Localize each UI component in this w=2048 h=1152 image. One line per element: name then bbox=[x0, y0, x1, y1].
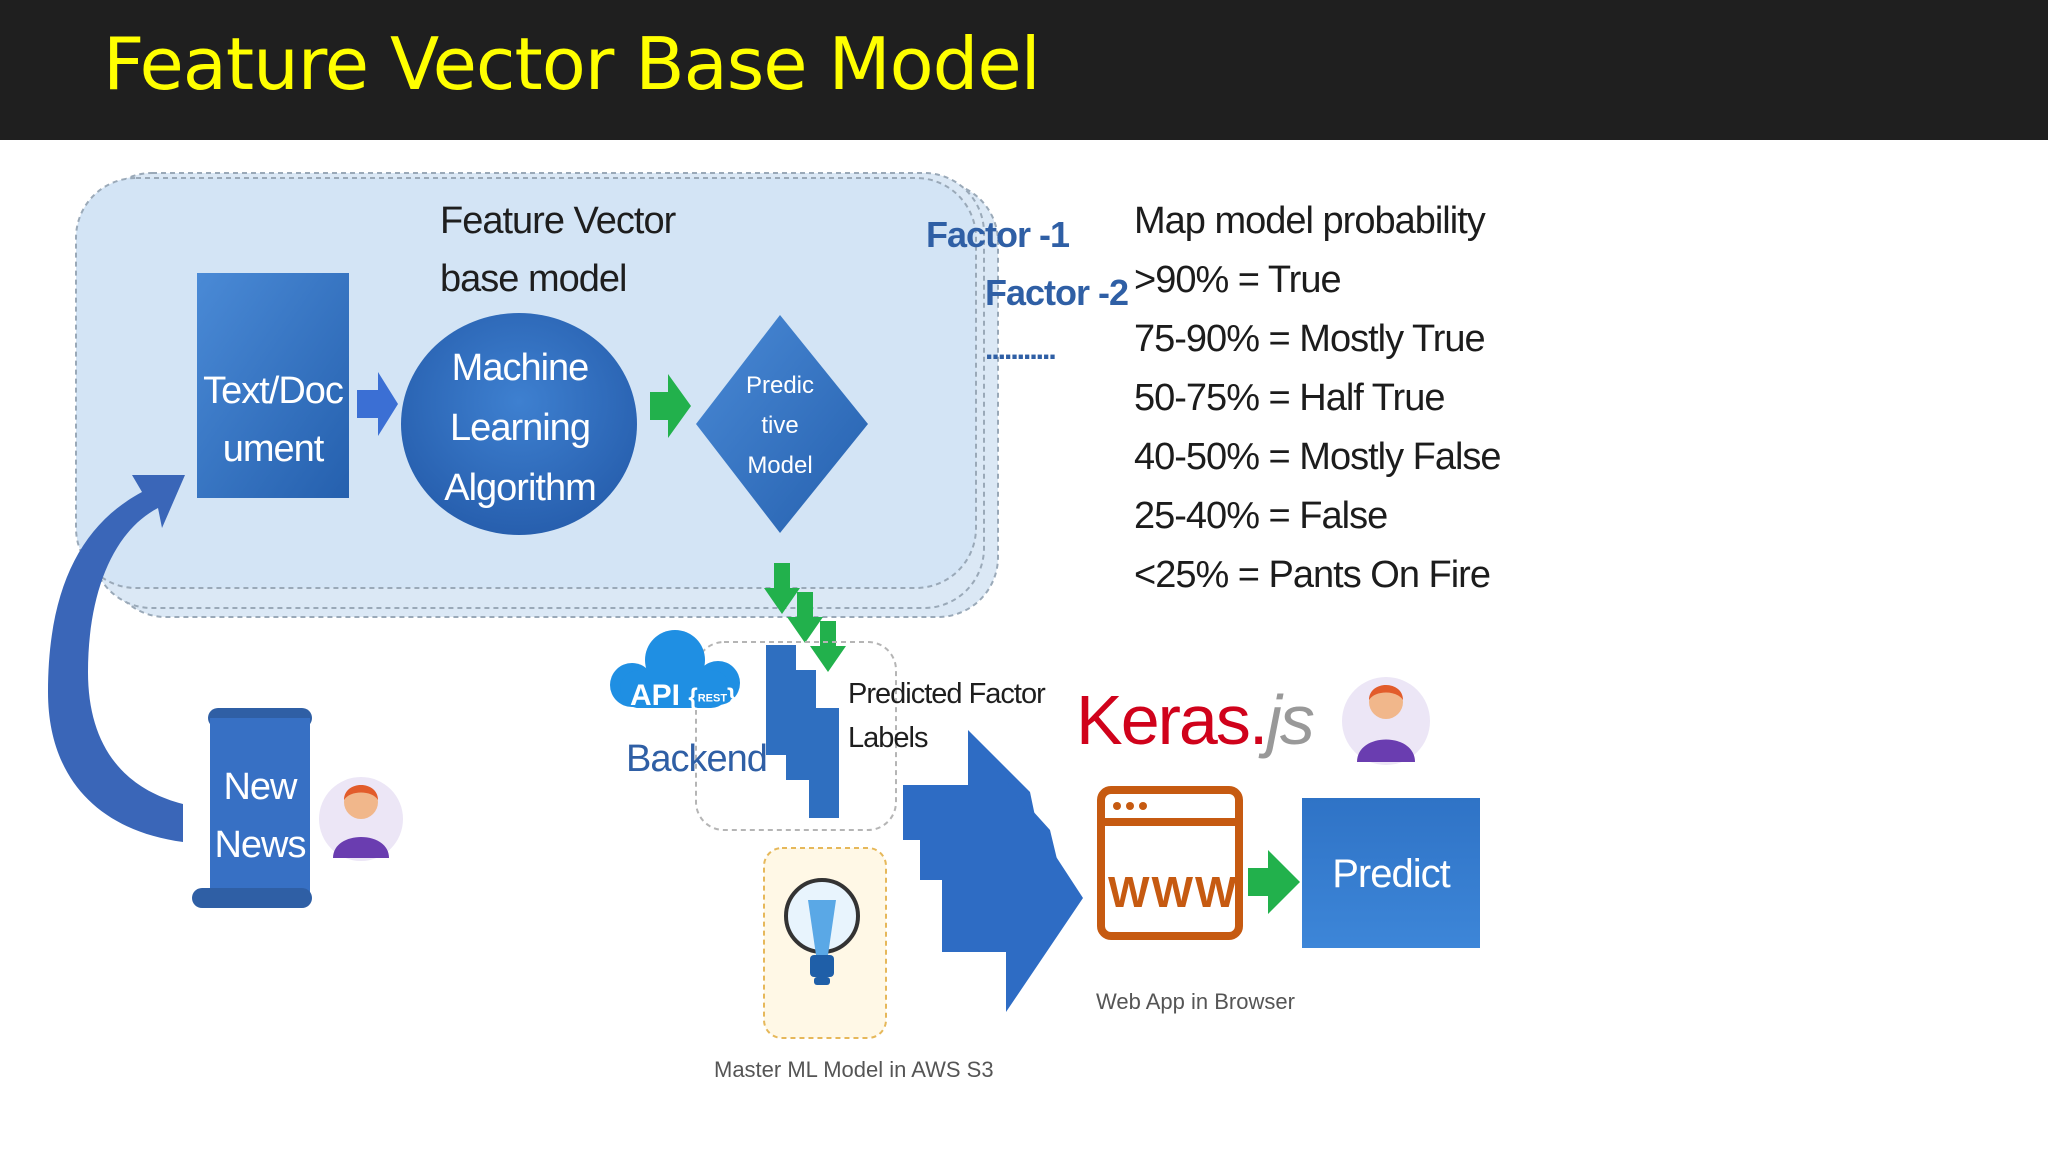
slide-title: Feature Vector Base Model bbox=[103, 22, 1041, 106]
probability-row: 40-50% = Mostly False bbox=[1134, 436, 1502, 478]
feature-title-line-2: base model bbox=[440, 258, 627, 300]
predicted-labels-text: Predicted Factor Labels bbox=[848, 672, 1046, 760]
diagram: Feature Vector base model Text/Doc ument… bbox=[0, 140, 2048, 1152]
text-doc-line-1: Text/Doc bbox=[203, 370, 344, 412]
factor-more-label: ........... bbox=[985, 333, 1057, 366]
predicted-line-1: Predicted Factor bbox=[848, 678, 1046, 710]
ml-algorithm-ellipse bbox=[401, 313, 637, 535]
title-bar: Feature Vector Base Model bbox=[0, 0, 2048, 140]
ml-line-3: Algorithm bbox=[444, 467, 597, 509]
probability-row: >90% = True bbox=[1134, 259, 1342, 301]
www-text: WWW bbox=[1108, 868, 1239, 917]
predicted-line-2: Labels bbox=[848, 722, 928, 754]
probability-map: Map model probability >90% = True 75-90%… bbox=[1134, 192, 1502, 605]
pred-line-3: Model bbox=[747, 452, 813, 479]
predicted-labels-box bbox=[695, 641, 897, 831]
big-blue-arrows bbox=[903, 730, 1083, 1012]
ml-algorithm-label: Machine Learning Algorithm bbox=[420, 338, 620, 518]
user-avatar-icon bbox=[1342, 677, 1430, 765]
rest-badge-text: {REST} bbox=[688, 684, 737, 711]
feature-block-title: Feature Vector base model bbox=[440, 192, 676, 308]
predictive-model-label: Predic tive Model bbox=[730, 366, 830, 486]
api-badge-text: API bbox=[630, 679, 681, 712]
keras-logo: Keras.js bbox=[1076, 675, 1315, 766]
curved-feedback-arrow bbox=[48, 475, 185, 842]
green-down-arrows bbox=[764, 563, 846, 672]
new-news-label: New News bbox=[210, 758, 310, 874]
pred-line-2: tive bbox=[761, 412, 799, 439]
probability-row: <25% = Pants On Fire bbox=[1134, 554, 1491, 596]
news-scroll-icon bbox=[192, 708, 312, 908]
keras-logo-js: js bbox=[1266, 681, 1315, 759]
backend-label: Backend bbox=[626, 738, 768, 780]
probability-heading: Map model probability bbox=[1134, 200, 1486, 242]
news-line-2: News bbox=[214, 824, 306, 866]
text-doc-line-2: ument bbox=[222, 428, 325, 470]
ml-line-1: Machine bbox=[451, 347, 590, 389]
person-avatar-icon bbox=[319, 777, 403, 861]
feature-title-line-1: Feature Vector bbox=[440, 200, 676, 242]
keras-logo-main: Keras. bbox=[1076, 681, 1268, 759]
master-model-label: Master ML Model in AWS S3 bbox=[714, 1057, 994, 1082]
news-line-1: New bbox=[223, 766, 297, 808]
green-arrow-predict-icon bbox=[1248, 850, 1300, 914]
api-cloud-icon bbox=[610, 630, 740, 708]
probability-row: 50-75% = Half True bbox=[1134, 377, 1445, 419]
pred-line-1: Predic bbox=[745, 372, 815, 399]
factor-1-label: Factor -1 bbox=[926, 214, 1070, 255]
api-badge: API {REST} bbox=[630, 676, 736, 715]
text-document-box bbox=[197, 273, 349, 498]
predict-box bbox=[1302, 798, 1480, 948]
web-app-label: Web App in Browser bbox=[1096, 989, 1295, 1014]
predict-label: Predict bbox=[1332, 852, 1451, 896]
green-arrow-icon bbox=[650, 374, 691, 438]
diagram-graphics bbox=[48, 172, 1480, 1039]
web-browser-icon bbox=[1097, 786, 1243, 940]
blue-arrow-icon bbox=[357, 372, 398, 436]
lightbulb-icon bbox=[784, 878, 860, 985]
predictive-model-diamond bbox=[696, 315, 868, 533]
probability-row: 25-40% = False bbox=[1134, 495, 1388, 537]
label-doc-3 bbox=[809, 708, 839, 818]
factor-2-label: Factor -2 bbox=[985, 272, 1129, 313]
ml-line-2: Learning bbox=[450, 407, 591, 449]
text-document-label: Text/Doc ument bbox=[197, 362, 349, 478]
probability-row: 75-90% = Mostly True bbox=[1134, 318, 1486, 360]
rest-badge-label: REST bbox=[697, 692, 728, 705]
